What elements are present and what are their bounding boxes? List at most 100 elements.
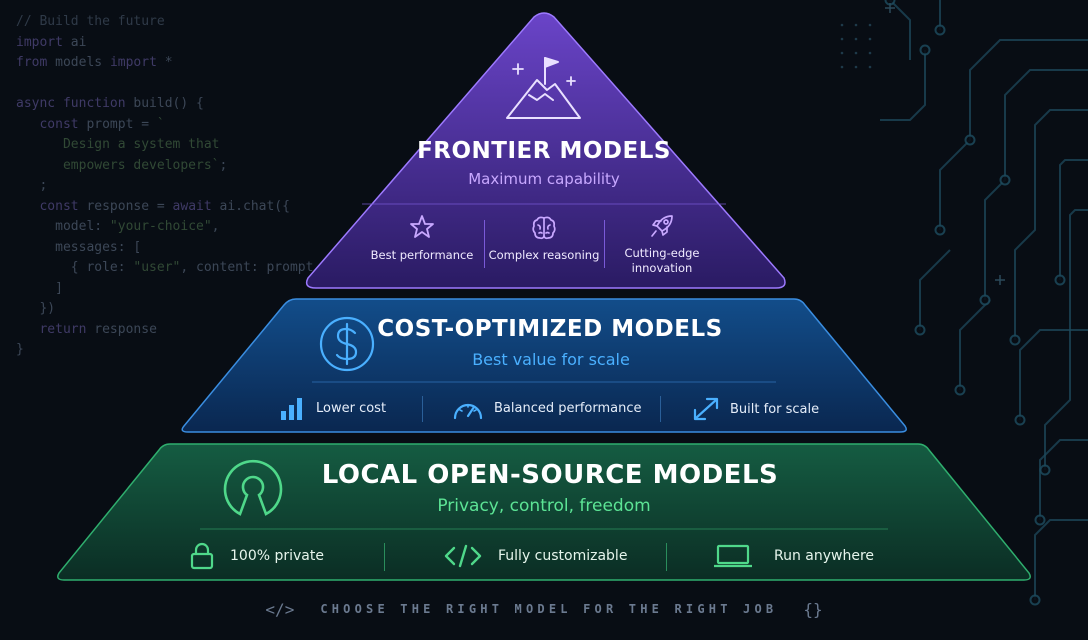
- circuit-node: [1009, 334, 1021, 346]
- code-line: import ai: [16, 33, 329, 54]
- cost-tier-shape: [181, 298, 907, 433]
- code-token: const: [39, 198, 79, 214]
- cost-feature-label: Built for scale: [730, 401, 820, 417]
- dot-grid: [868, 51, 872, 55]
- code-token: prompt =: [78, 116, 157, 132]
- brain-icon: [532, 216, 556, 240]
- dot-grid: [840, 23, 844, 27]
- code-token: ai: [62, 34, 87, 50]
- code-token: return: [39, 321, 87, 337]
- circuit-node: [1054, 274, 1066, 286]
- cost-feature-label: Lower cost: [316, 400, 387, 416]
- code-line: Design a system that: [16, 135, 329, 156]
- circuit-node: [1029, 594, 1041, 606]
- mountain-flag-icon: [506, 57, 581, 119]
- code-token: models: [47, 55, 110, 70]
- cost-feature-divider: [422, 396, 423, 422]
- dot-grid: [854, 51, 858, 55]
- cost-title: COST-OPTIMIZED MODELS: [377, 316, 723, 342]
- circuit-trace: [984, 69, 1088, 300]
- frontier-feature-label: innovation: [631, 261, 693, 275]
- code-line: }: [16, 340, 329, 361]
- circuit-node: [1014, 414, 1026, 426]
- rocket-icon: [651, 215, 673, 237]
- code-line: // Build the future: [16, 12, 329, 33]
- gauge-icon: [453, 403, 483, 420]
- code-token: response: [86, 321, 157, 337]
- local-title: LOCAL OPEN-SOURCE MODELS: [321, 460, 779, 490]
- circuit-trace: [1039, 439, 1088, 520]
- circuit-trace: [1034, 519, 1088, 600]
- plus-mark: [995, 275, 1005, 285]
- code-token: const: [39, 116, 79, 132]
- code-line: model: "your-choice",: [16, 217, 329, 238]
- code-token: }: [16, 342, 24, 357]
- dot-grid: [854, 23, 858, 27]
- frontier-feature-label: Complex reasoning: [488, 248, 600, 262]
- code-line: ]: [16, 279, 329, 300]
- frontier-feature-best-performance: Best performance: [362, 214, 482, 262]
- dot-grid: [868, 37, 872, 41]
- circuit-trace: [1059, 159, 1088, 280]
- code-token: }): [16, 301, 56, 316]
- code-token: ;: [219, 157, 228, 173]
- code-line: const prompt = `: [16, 115, 329, 136]
- circuit-node: [919, 44, 931, 56]
- code-token: ;: [16, 178, 48, 193]
- code-token: ]: [16, 280, 63, 296]
- frontier-title: FRONTIER MODELS: [417, 138, 671, 164]
- circuit-node: [1034, 514, 1046, 526]
- code-symbol-icon: </>: [265, 599, 295, 619]
- code-token: messages: [: [16, 239, 142, 255]
- code-token: `: [156, 116, 165, 132]
- cost-feature-divider: [660, 396, 661, 422]
- local-feature-divider: [666, 543, 667, 571]
- star-icon: [410, 215, 434, 238]
- circuit-node: [954, 384, 966, 396]
- circuit-trace: [939, 39, 1088, 230]
- code-token: import: [109, 55, 157, 70]
- open-source-icon: [223, 459, 283, 516]
- local-feature-private: 100% private: [190, 542, 324, 570]
- circuit-node: [914, 324, 926, 336]
- local-feature-divider: [384, 543, 385, 571]
- dot-grid: [840, 37, 844, 41]
- code-token: "user": [133, 260, 181, 275]
- code-token: { role:: [16, 260, 134, 275]
- code-token: model:: [16, 219, 110, 234]
- code-line: async function build() {: [16, 94, 329, 115]
- cost-subtitle: Best value for scale: [472, 350, 630, 369]
- plus-mark: [885, 3, 895, 13]
- code-line: }): [16, 299, 329, 320]
- circuit-trace: [889, 0, 911, 60]
- local-tier-shape: [57, 443, 1031, 581]
- circuit-node: [979, 294, 991, 306]
- local-subtitle: Privacy, control, freedom: [437, 496, 651, 516]
- frontier-feature-divider: [604, 220, 605, 268]
- code-token: ,: [211, 219, 220, 234]
- circuit-trace: [1014, 109, 1088, 340]
- code-line: empowers developers`;: [16, 156, 329, 177]
- footer-text: CHOOSE THE RIGHT MODEL FOR THE RIGHT JOB: [320, 602, 778, 616]
- code-token: async function: [16, 96, 126, 111]
- circuit-node: [964, 134, 976, 146]
- code-token: import: [16, 34, 63, 50]
- braces-symbol-icon: {}: [803, 599, 823, 619]
- lock-icon: [190, 542, 214, 570]
- frontier-feature-complex-reasoning: Complex reasoning: [484, 214, 604, 262]
- code-line: ;: [16, 176, 329, 197]
- dot-grid: [854, 37, 858, 41]
- code-line: { role: "user", content: prompt }: [16, 258, 329, 279]
- cost-feature-built-for-scale: Built for scale: [692, 396, 819, 422]
- code-token: // Build the future: [16, 14, 165, 29]
- circuit-node: [999, 174, 1011, 186]
- expand-arrows-icon: [693, 397, 719, 421]
- code-token: await: [172, 198, 212, 214]
- cost-feature-lower-cost: Lower cost: [280, 396, 386, 420]
- local-feature-label: Fully customizable: [498, 548, 628, 564]
- circuit-node: [1039, 464, 1051, 476]
- frontier-feature-label: Cutting-edge: [624, 246, 700, 260]
- code-token: "your-choice": [109, 219, 212, 234]
- dot-grid: [854, 65, 858, 69]
